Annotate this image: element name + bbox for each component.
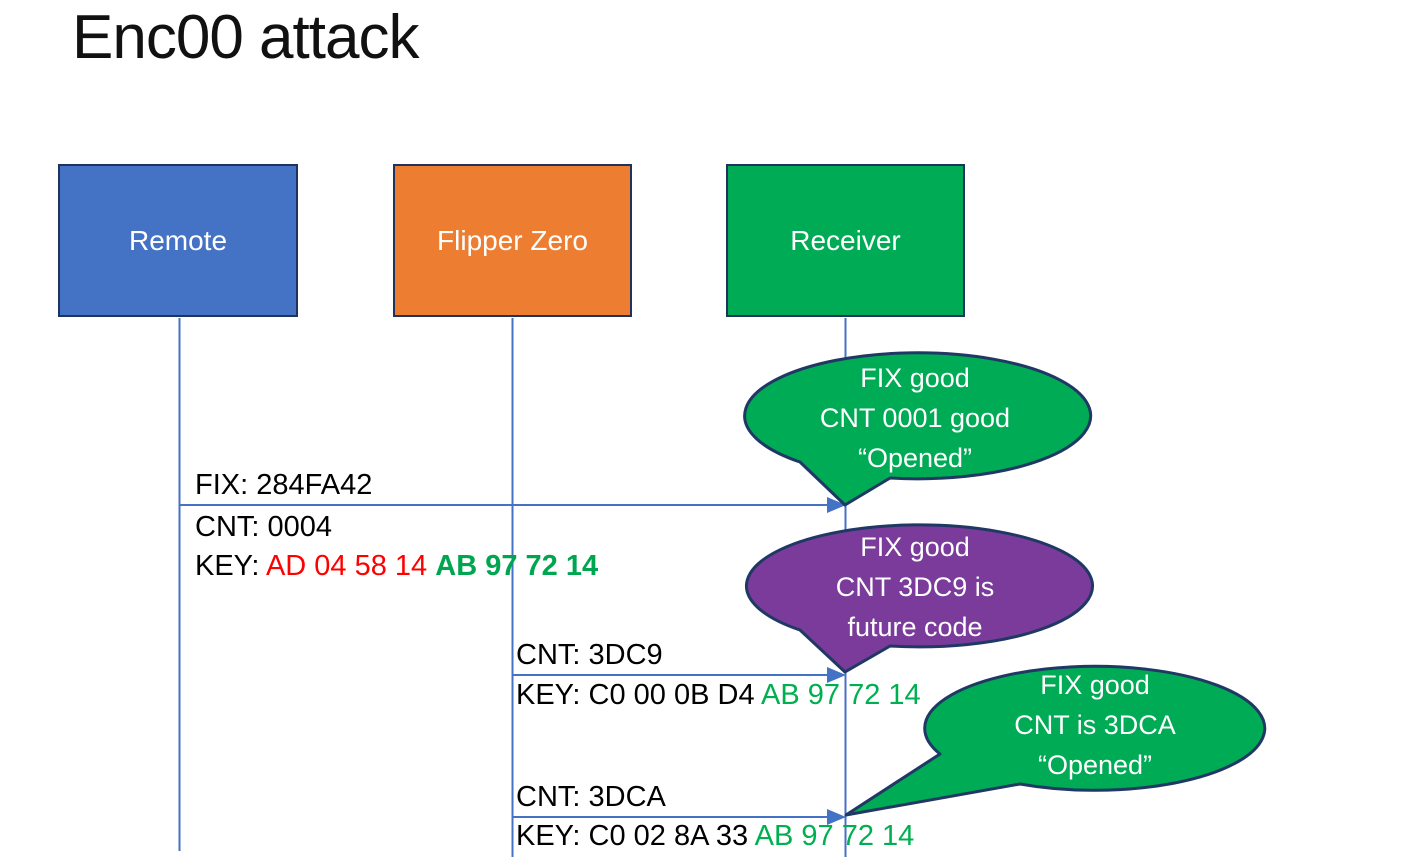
bubble3-line2: CNT is 3DCA: [1014, 710, 1176, 740]
message1-cnt-label: CNT: 0004: [195, 511, 333, 544]
speech-bubble-2: [745, 523, 1094, 674]
message2-key-green-bytes: AB 97 72 14: [761, 679, 921, 711]
speech-bubble-1-text: FIX good CNT 0001 good “Opened”: [742, 358, 1088, 478]
arrowhead-icon: [827, 497, 846, 513]
actor-label-receiver: Receiver: [790, 224, 901, 256]
bubble3-line3: “Opened”: [1037, 750, 1153, 780]
bubble2-line1: FIX good: [860, 532, 970, 562]
message1-fix-text: FIX: 284FA42: [195, 469, 373, 501]
message1-key-green-bytes: AB 97 72 14: [435, 550, 599, 582]
message1-cnt-text: CNT: 0004: [195, 511, 333, 543]
bubble2-line3: future code: [847, 612, 983, 642]
message1-key-prefix: KEY:: [195, 550, 266, 582]
actor-box-receiver: Receiver: [726, 164, 965, 317]
message3-key-green-bytes: AB 97 72 14: [754, 820, 915, 852]
message1-key-red-bytes: AD 04 58 14: [265, 550, 436, 582]
arrowhead-icon: [827, 809, 846, 825]
page-title: Enc00 attack: [72, 3, 419, 72]
actor-label-flipper-zero: Flipper Zero: [437, 224, 588, 256]
message3-key-label: KEY: C0 02 8A 33 AB 97 72 14: [516, 820, 915, 853]
bubble3-line1: FIX good: [1040, 670, 1150, 700]
message3-cnt-text: CNT: 3DCA: [516, 781, 666, 813]
speech-bubble-2-text: FIX good CNT 3DC9 is future code: [742, 527, 1088, 647]
speech-bubble-3: [844, 664, 1267, 817]
bubble1-line3: “Opened”: [857, 443, 973, 473]
message2-cnt-label: CNT: 3DC9: [516, 639, 663, 672]
speech-bubble-3-text: FIX good CNT is 3DCA “Opened”: [925, 665, 1265, 785]
actor-box-flipper-zero: Flipper Zero: [393, 164, 632, 317]
message1-fix-label: FIX: 284FA42: [195, 469, 373, 502]
message3-cnt-label: CNT: 3DCA: [516, 781, 666, 814]
arrowhead-icon: [827, 667, 846, 683]
actor-box-remote: Remote: [58, 164, 298, 317]
actor-label-remote: Remote: [128, 224, 228, 256]
message2-key-prefix: KEY: C0 00 0B D4: [516, 679, 762, 711]
message3-key-prefix: KEY: C0 02 8A 33: [516, 820, 755, 852]
bubble2-line2: CNT 3DC9 is: [835, 572, 995, 602]
message2-cnt-text: CNT: 3DC9: [516, 639, 663, 671]
speech-bubble-1: [743, 351, 1093, 507]
bubble1-line2: CNT 0001 good: [819, 403, 1011, 433]
bubble1-line1: FIX good: [860, 363, 970, 393]
message2-key-label: KEY: C0 00 0B D4 AB 97 72 14: [516, 679, 921, 712]
message1-key-label: KEY: AD 04 58 14 AB 97 72 14: [195, 550, 599, 583]
